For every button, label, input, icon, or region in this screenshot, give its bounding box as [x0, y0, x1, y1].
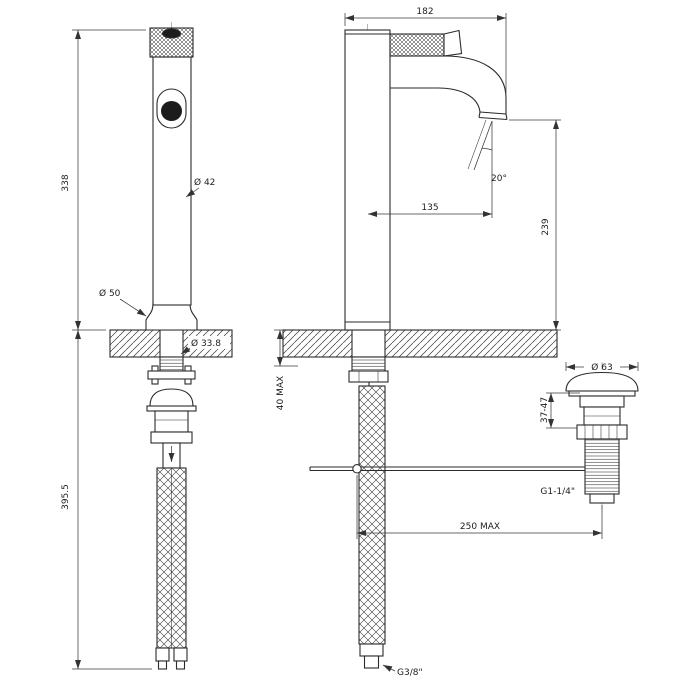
front-view — [109, 22, 233, 670]
angle-arc — [481, 147, 493, 151]
front-shank-thread — [159, 356, 184, 372]
dim-spout-height-label: 239 — [541, 218, 551, 235]
hose-fitting-right — [173, 647, 188, 662]
side-body — [344, 29, 391, 331]
side-knurled-handle — [389, 33, 445, 57]
dim-inlet-thread-label: G3/8" — [397, 668, 423, 678]
side-mounting-nut — [348, 370, 389, 383]
dim-waste-thread-label: G1-1/4" — [540, 487, 575, 497]
dim-spout-reach-label: 135 — [421, 203, 438, 213]
spout-outer-profile — [390, 55, 507, 114]
waste-threaded-tube — [584, 438, 620, 495]
waste-dome-cap — [565, 371, 639, 392]
linkage-pivot — [352, 464, 362, 474]
fixing-plate — [147, 370, 196, 380]
dim-shank-diameter-label: Ø 33.8 — [191, 338, 221, 349]
side-shank-thread — [351, 356, 386, 372]
waste-tailpiece — [589, 493, 615, 504]
spout-aerator — [478, 111, 508, 121]
dim-waste-flange-label: Ø 63 — [591, 362, 612, 373]
front-handle-pin — [162, 28, 181, 39]
dim-base-diameter-label: Ø 50 — [99, 288, 121, 299]
dim-spout-angle-label: 20° — [491, 174, 507, 184]
side-hose-fitting — [359, 643, 384, 657]
dim-height-lower-label: 395.5 — [61, 484, 71, 510]
waste-rim — [568, 390, 636, 397]
dim-hose-reach-label: 250 MAX — [460, 522, 500, 532]
water-stream-line — [473, 120, 493, 171]
spout-inner-profile — [390, 87, 481, 113]
hose-fitting-left — [155, 647, 170, 662]
connector-body — [154, 410, 189, 433]
dim-waste-adjust-label: 37-47 — [540, 397, 550, 423]
waste-collar — [576, 424, 628, 440]
connector-nut — [150, 431, 193, 444]
dimensions: 338 395.5 Ø 42 Ø 50 Ø 33.8 182 135 20° 2… — [61, 7, 639, 678]
waste-neck — [579, 395, 625, 408]
dim-height-upper-label: 338 — [61, 174, 71, 191]
front-spout-outlet — [161, 101, 182, 121]
dim-deck-thickness-label: 40 MAX — [276, 376, 286, 410]
front-shank — [159, 329, 184, 358]
side-countertop-section — [282, 329, 558, 358]
popup-waste — [565, 362, 639, 512]
dim-body-diameter-label: Ø 42 — [194, 177, 215, 188]
connector-dome — [149, 388, 194, 407]
side-shank — [351, 329, 386, 358]
front-base — [145, 302, 198, 331]
connector-rim — [146, 405, 197, 412]
dim-depth-label: 182 — [416, 7, 433, 17]
side-view — [282, 24, 603, 669]
side-braided-hose — [358, 385, 386, 645]
side-handle-tip — [443, 29, 463, 57]
